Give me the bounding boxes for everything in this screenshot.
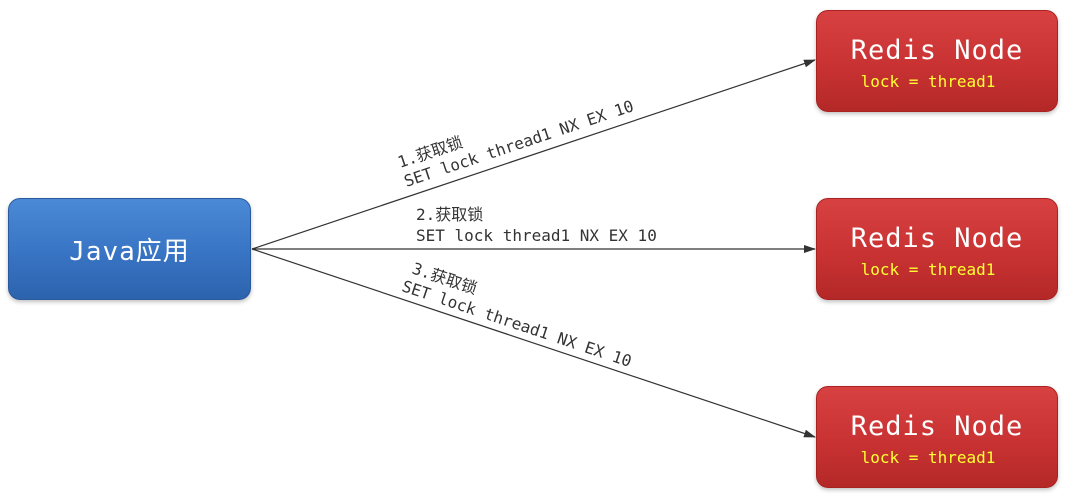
java-app-node: Java应用 xyxy=(8,198,251,300)
redis-node-3-value: lock = thread1 xyxy=(860,448,996,467)
redis-node-1: Redis Node lock = thread1 xyxy=(816,10,1058,112)
java-app-label: Java应用 xyxy=(69,236,190,267)
redis-node-3-title: Redis Node xyxy=(850,411,1024,442)
edge-3-command-label: SET lock thread1 NX EX 10 xyxy=(400,276,634,370)
edge-2-step-label: 2.获取锁 xyxy=(416,205,483,224)
edge-3-arrow xyxy=(251,248,816,438)
redis-node-1-value: lock = thread1 xyxy=(860,72,996,91)
edge-2-command-label: SET lock thread1 NX EX 10 xyxy=(416,226,657,245)
redis-node-3: Redis Node lock = thread1 xyxy=(816,386,1058,488)
redis-node-1-title: Redis Node xyxy=(850,35,1024,66)
redis-node-2: Redis Node lock = thread1 xyxy=(816,198,1058,300)
edge-1-arrow xyxy=(251,59,816,250)
redis-node-2-title: Redis Node xyxy=(850,223,1024,254)
redis-node-2-value: lock = thread1 xyxy=(860,260,996,279)
